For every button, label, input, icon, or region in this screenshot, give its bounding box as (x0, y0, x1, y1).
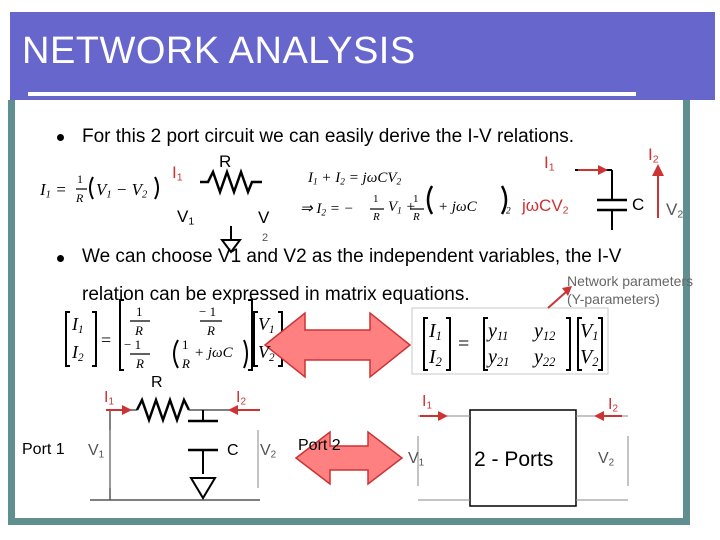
voltage-label-v2: V (258, 208, 270, 227)
two-port-box (469, 409, 577, 507)
network-note-line1: Network parameters (567, 273, 694, 289)
mat2-y12: y12 (534, 320, 556, 344)
equation-3: ⇒ I2 = − (300, 201, 354, 219)
mat1-m21-num: − 1 (124, 337, 142, 352)
resistor-icon (135, 396, 191, 424)
lower-capacitor-label: C (227, 442, 239, 459)
mat1-m12-num: − 1 (199, 304, 217, 319)
lower-resistor-label: R (151, 374, 163, 391)
twoport-current-label-i2: I2 (608, 396, 618, 415)
slide-title: NETWORK ANALYSIS (22, 30, 416, 72)
mat2-i2: I2 (429, 346, 442, 370)
bullet-text-2-line1: We can choose V1 and V2 as the independe… (82, 246, 622, 267)
frame-right-border (683, 100, 690, 525)
lower-voltage-label-v1: V1 (88, 442, 105, 461)
twoport-current-label-i1: I1 (422, 393, 432, 412)
eq3-frac1-den: R (373, 211, 380, 223)
bullet-icon (57, 134, 64, 141)
mat1-m11-num: 1 (136, 304, 143, 319)
eq3-frac2-den: R (413, 211, 420, 223)
mat2-v2: V2 (580, 346, 599, 370)
ground-icon (189, 477, 217, 500)
twoport-voltage-label-v2: V2 (598, 450, 615, 469)
lower-current-label-i1: I1 (104, 389, 114, 408)
mat1-jwc: + jωC (194, 345, 233, 361)
current-label-i1: I1 (172, 163, 183, 184)
mat2-y21: y21 (488, 346, 510, 370)
current-label-i1-right: I1 (544, 153, 555, 174)
mat1-m11-den: R (135, 323, 143, 338)
mat1-i2: I2 (72, 342, 84, 364)
current-label-i2: I2 (648, 145, 659, 166)
eq1-frac-num: 1 (77, 172, 83, 186)
port-1-label: Port 1 (22, 441, 65, 458)
resistor-label: R (219, 152, 232, 171)
title-bar (10, 12, 715, 100)
mat1-v2: V2 (258, 342, 275, 364)
mat1-equals: = (101, 330, 112, 350)
lower-voltage-label-v2: V2 (260, 442, 277, 461)
bullet-text-2-line2: relation can be expressed in matrix equa… (82, 284, 470, 305)
mat2-equals: = (458, 333, 470, 355)
eq3-frac1-num: 1 (373, 193, 379, 205)
mat1-m22-num: 1 (182, 337, 189, 352)
network-note-line2: (Y-parameters) (567, 291, 660, 307)
mat1-m12-den: R (207, 323, 215, 338)
mat1-m22-den: R (182, 356, 190, 371)
twoport-voltage-label-v1: V1 (408, 450, 425, 469)
eq1-frac-den: R (76, 191, 84, 205)
eq3-paren: + jωC (438, 199, 477, 215)
mat1-i1: I1 (72, 314, 84, 336)
mat2-v1: V1 (580, 320, 599, 344)
double-arrow-icon (263, 311, 412, 379)
jwcv2-label: jωCV2 (522, 196, 569, 217)
eq3-v1: V1 + (388, 199, 416, 217)
eq3-v2: 2 (506, 206, 511, 217)
voltage-label-v2-sub: 2 (262, 232, 269, 244)
two-ports-label: 2 - Ports (474, 448, 554, 471)
capacitor-label: C (632, 195, 645, 214)
lower-current-label-i2: I2 (236, 389, 246, 408)
mat2-y11: y11 (488, 320, 509, 344)
resistor-icon (200, 168, 262, 196)
mat1-v1: V1 (258, 314, 275, 336)
eq3-frac2-num: 1 (413, 193, 419, 205)
ground-icon (220, 239, 242, 254)
equation-2: I1 + I2 = jωCV2 (308, 170, 402, 188)
bullet-text-1: For this 2 port circuit we can easily de… (82, 126, 575, 147)
eq1-body: V1 − V2 (96, 180, 148, 201)
title-underline (28, 92, 636, 96)
double-arrow-icon (294, 430, 404, 486)
mat1-m21-den: R (136, 356, 144, 371)
bullet-icon (57, 255, 64, 262)
frame-left-border (8, 100, 15, 525)
voltage-label-v1: V1 (177, 207, 195, 228)
mat2-y22: y22 (534, 346, 556, 370)
mat2-i1: I1 (429, 320, 442, 344)
frame-bottom-border (8, 518, 690, 525)
equation-1: I1 = (40, 180, 67, 201)
port-2-label: Port 2 (298, 437, 341, 454)
voltage-label-v2-right: V2 (666, 200, 684, 221)
